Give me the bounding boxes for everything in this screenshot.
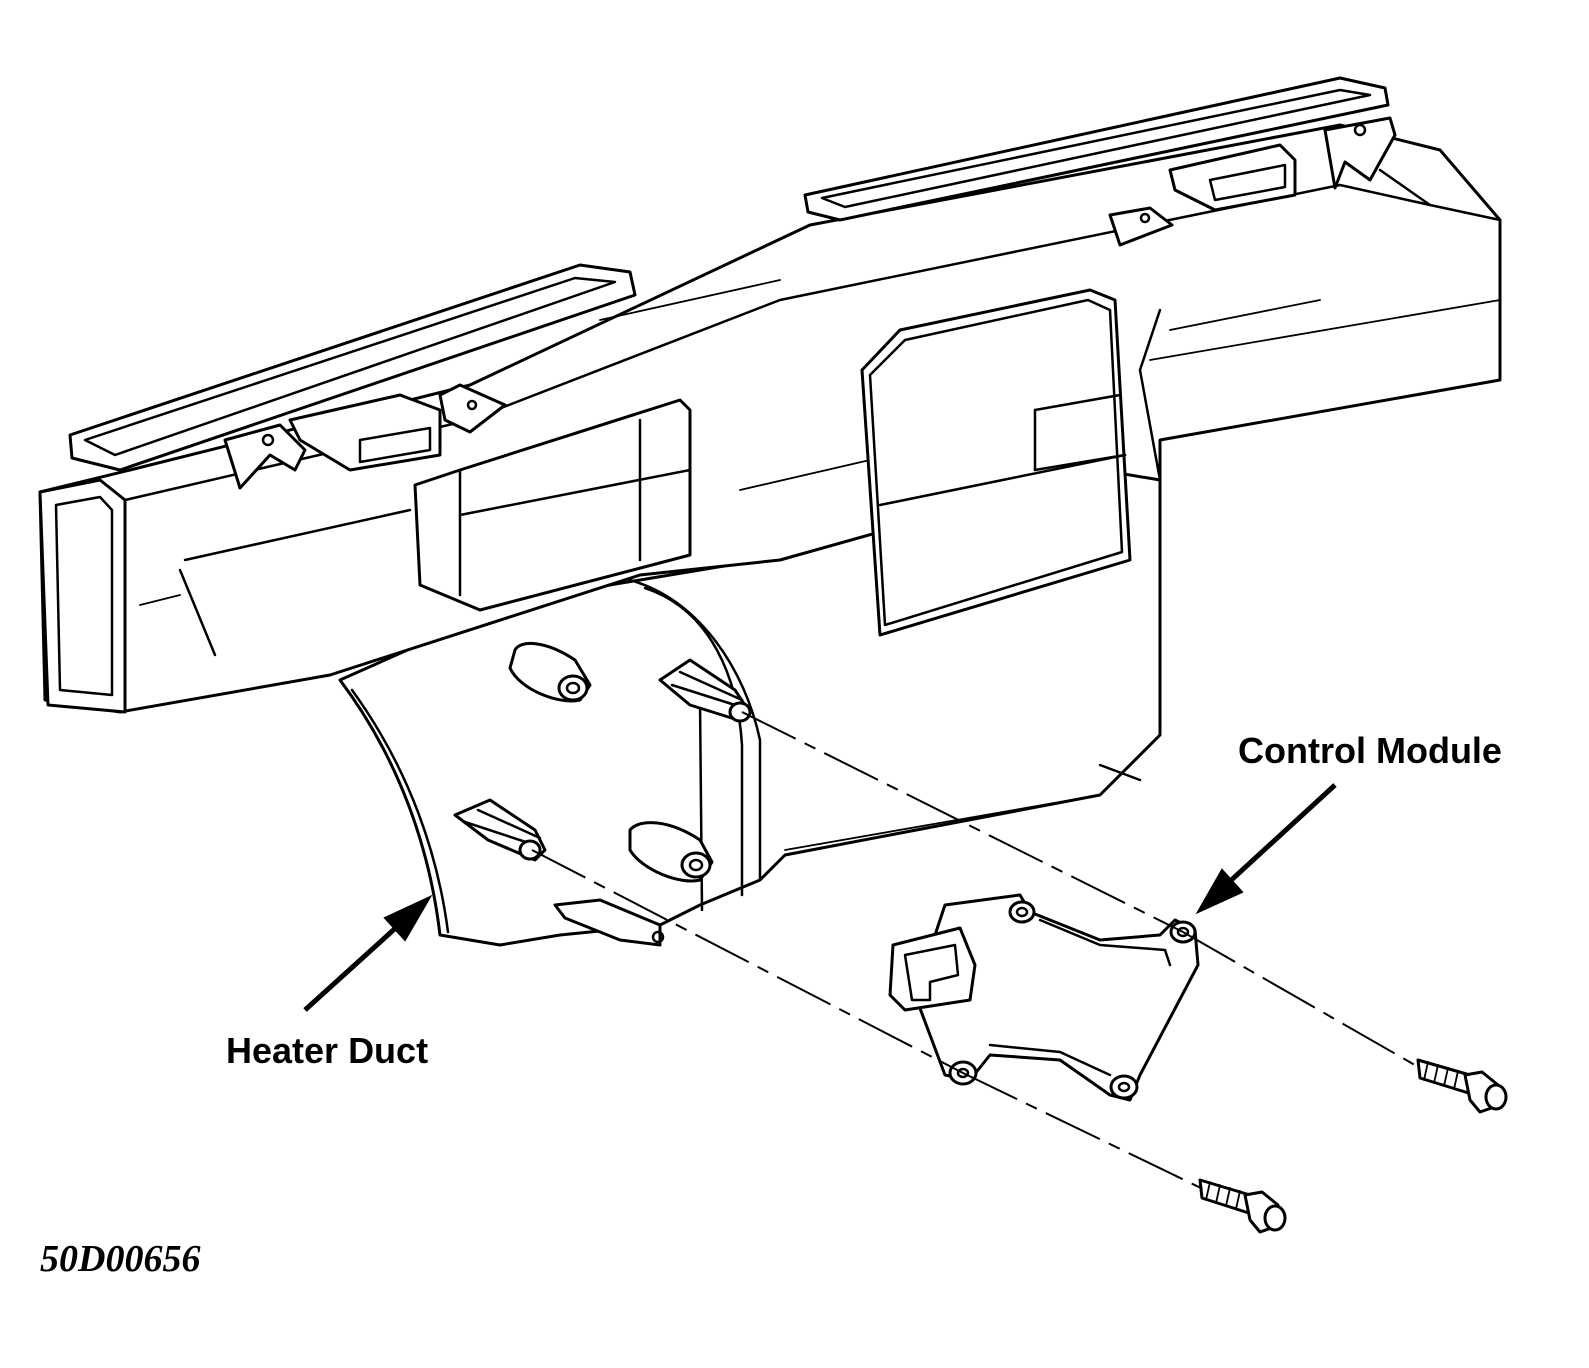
mounting-boss-lower [628, 821, 714, 883]
mounting-stud-upper [658, 658, 752, 723]
heater-duct-arrow [303, 894, 433, 1012]
control-module-arrow [1195, 783, 1337, 915]
duct-flange [338, 578, 762, 937]
heater-duct-label: Heater Duct [226, 1030, 429, 1071]
screw-right [1416, 1058, 1508, 1114]
top-clips [223, 116, 1397, 490]
screw-left [1198, 1178, 1287, 1234]
heater-duct [38, 123, 1502, 947]
duct-bottom-clip [553, 898, 665, 947]
figure-id: 50D00656 [40, 1238, 201, 1280]
control-module [888, 893, 1200, 1102]
defroster-outlet-left [68, 263, 637, 472]
control-module-label: Control Module [1238, 730, 1502, 771]
alignment-lines [531, 711, 1421, 1191]
defroster-outlet-right [803, 76, 1390, 222]
mounting-stud-lower [453, 798, 547, 862]
mounting-boss-upper [508, 641, 592, 703]
